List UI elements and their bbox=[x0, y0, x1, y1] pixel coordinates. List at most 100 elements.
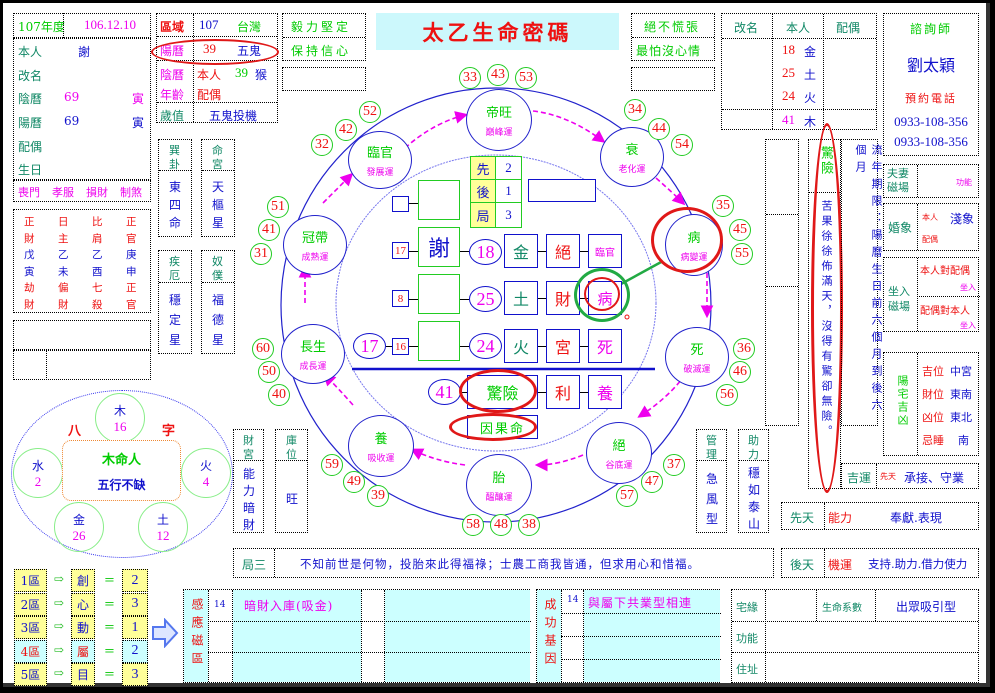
equals-sign: = bbox=[104, 620, 115, 635]
stage-subtitle: 發展運 bbox=[366, 168, 394, 178]
empty-column bbox=[765, 139, 799, 426]
gua-value: 四 bbox=[169, 198, 182, 212]
zone-value: 2 bbox=[122, 569, 148, 592]
phone-number[interactable]: 0933-108-356 bbox=[894, 134, 968, 149]
bazi-cell: 七 bbox=[92, 282, 103, 294]
duty-label: 歲值 bbox=[160, 109, 185, 123]
jie-value: 定 bbox=[169, 313, 182, 327]
element-text: 16 bbox=[113, 418, 127, 434]
stage-subtitle: 醞釀運 bbox=[485, 493, 513, 503]
empty-box bbox=[392, 196, 409, 212]
connector-line bbox=[620, 259, 664, 286]
number-oval: 25 bbox=[469, 286, 502, 312]
zhaiyuan-box: 宅緣 生命系數 出眾吸引型 功能 住址 bbox=[731, 589, 979, 683]
date-value: 106.12.10 bbox=[84, 17, 136, 32]
acquired-key: 機運 bbox=[828, 558, 853, 572]
zone-label: 4區 bbox=[14, 639, 47, 663]
arrow bbox=[534, 454, 584, 472]
stage-name: 死 bbox=[690, 343, 704, 358]
self-label: 本人 bbox=[18, 45, 43, 59]
arrow-right-icon bbox=[151, 617, 179, 649]
equals-sign: = bbox=[104, 596, 115, 612]
zone-value: 3 bbox=[122, 663, 148, 686]
motto-text: 絕不慌張 bbox=[644, 20, 701, 34]
guanli-label: 理 bbox=[706, 448, 717, 461]
phone-number[interactable]: 0933-108-356 bbox=[894, 114, 968, 129]
booking-label: 預約電話 bbox=[905, 92, 957, 105]
zhuli-label: 助 bbox=[748, 434, 759, 447]
highlight-ellipse bbox=[151, 39, 279, 65]
empty-box bbox=[282, 67, 366, 91]
wuxing-center: 木命人 五行不缺 bbox=[62, 440, 181, 501]
age-number: 42 bbox=[335, 119, 357, 141]
sitin-box: 坐入磁場 本人對配偶 坐入 配偶對本人 坐入 bbox=[883, 257, 980, 332]
dot bbox=[624, 314, 630, 320]
guanli-value: 風 bbox=[706, 492, 719, 506]
zone-label: 5區 bbox=[14, 663, 47, 686]
bazi-cell: 偏 bbox=[58, 282, 69, 294]
caigong-value: 暗 bbox=[243, 501, 256, 515]
bazi-table: 正日比正財主肩官戊乙乙庚寅未酉申劫偏七正財財殺官 bbox=[13, 209, 151, 313]
bazi-cell: 未 bbox=[58, 265, 69, 278]
marriage-label: 婚象 bbox=[888, 221, 913, 235]
age-number: 46 bbox=[729, 361, 751, 383]
arrow bbox=[322, 372, 354, 406]
region-place: 台灣 bbox=[237, 20, 262, 34]
worksheet: 107年度 106.12.10 本人 謝 改名 陰曆 69 寅 陽曆 69 寅 … bbox=[3, 3, 990, 687]
row-number: 8 bbox=[392, 290, 409, 307]
bazi-char: 八 bbox=[68, 424, 82, 439]
title-banner: 太乙生命密碼 bbox=[376, 13, 619, 50]
year-label: 107年度 bbox=[18, 20, 65, 34]
taboo-item: 損財 bbox=[86, 186, 108, 199]
stage-subtitle: 巔峰運 bbox=[485, 128, 513, 138]
house-value: 南 bbox=[958, 434, 969, 447]
age-number: 57 bbox=[616, 485, 638, 507]
luck-pre: 先天 bbox=[880, 472, 896, 481]
empty-box bbox=[631, 67, 715, 91]
ganying-box: 感應磁區 14 暗財入庫(吸金) bbox=[183, 589, 531, 683]
chenggong-num: 14 bbox=[567, 595, 579, 605]
age-number: 52 bbox=[359, 101, 381, 123]
row-number: 17 bbox=[392, 242, 409, 259]
chenggong-label: 成功基因 bbox=[543, 598, 557, 670]
spouse-label: 配偶 bbox=[18, 140, 43, 154]
sitin-a: 本人對配偶 bbox=[920, 266, 970, 277]
zone-word: 創 bbox=[71, 569, 95, 592]
jie-value: 星 bbox=[169, 333, 182, 347]
connector bbox=[409, 346, 418, 348]
bazi-cell: 肩 bbox=[92, 232, 103, 245]
center-sub: 五行不缺 bbox=[97, 477, 146, 492]
kuwei-label: 庫 bbox=[286, 434, 297, 447]
bazi-cell: 戊 bbox=[24, 249, 35, 261]
element-box: 火 bbox=[504, 329, 538, 363]
stage-box: 宮 bbox=[546, 329, 580, 363]
connector bbox=[460, 346, 469, 348]
liunian-value: 流年期限：陽曆生日前六個月到後六個月 bbox=[854, 144, 883, 416]
lunar-num: 39 bbox=[235, 65, 248, 80]
ju3-box: 局三 不知前世是何物，投胎來此得福祿；士農工商我皆通，但求用心和惜福。 bbox=[233, 548, 774, 578]
stage-box: 臨官 bbox=[588, 234, 622, 268]
stage-subtitle: 破滅運 bbox=[683, 365, 711, 375]
connector bbox=[538, 298, 546, 300]
taboo-item: 制煞 bbox=[120, 186, 142, 199]
arrow-right-icon: ⇨ bbox=[54, 666, 65, 680]
gua-label: 巽 bbox=[169, 144, 180, 157]
arrow bbox=[655, 177, 686, 206]
stage-guandai: 冠帶成熟運 bbox=[283, 215, 347, 275]
couple-label: 夫妻磁場 bbox=[887, 167, 909, 194]
lunar-branch: 寅 bbox=[132, 92, 145, 106]
guanli-label: 管 bbox=[706, 434, 717, 447]
nupu-value: 星 bbox=[212, 333, 225, 347]
element-text: 水 bbox=[31, 458, 44, 473]
stage-name: 冠帶 bbox=[301, 231, 328, 246]
stage-name: 臨官 bbox=[366, 146, 393, 161]
empty-box bbox=[418, 321, 460, 361]
age-number: 36 bbox=[733, 338, 755, 360]
stage-box: 養 bbox=[588, 375, 622, 409]
equals-sign: = bbox=[104, 643, 115, 659]
bazi-cell: 主 bbox=[58, 232, 69, 245]
bazi-cell: 殺 bbox=[92, 298, 103, 311]
liunian-column: 流年期限：陽曆生日前六個月到後六個月 bbox=[841, 139, 883, 426]
